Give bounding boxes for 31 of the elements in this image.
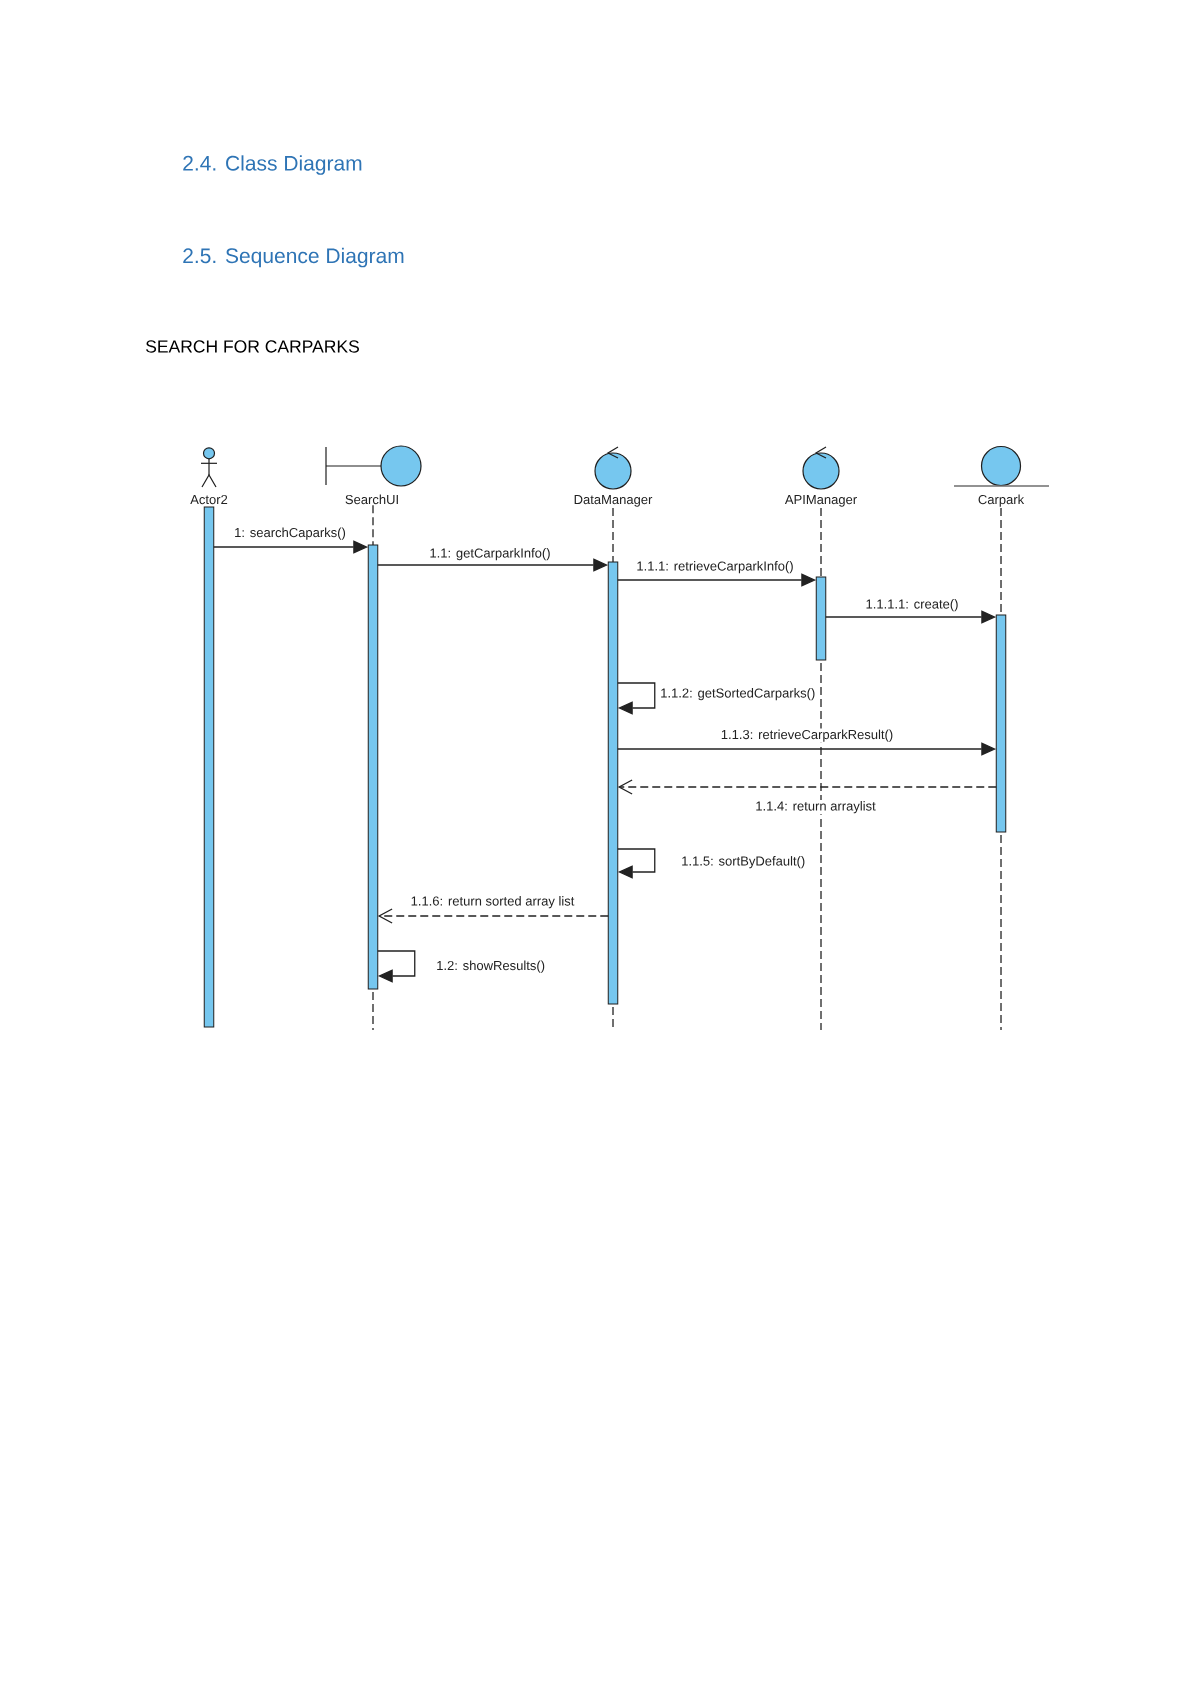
participant-name: DataManager [574, 495, 653, 507]
activation-bar [203, 506, 215, 1028]
message-label: 1.1: getCarparkInfo() [428, 547, 552, 562]
participant-name: SearchUI [345, 494, 398, 505]
heading: SEARCH FOR CARPARKS [146, 340, 359, 353]
activation-bar [367, 544, 379, 990]
section-heading: 2.5. Sequence Diagram [183, 247, 404, 268]
message-label: 1.1.2: getSortedCarparks() [659, 687, 817, 702]
return-arrow [377, 908, 609, 924]
return-arrow [617, 779, 997, 795]
participant-name: APIManager [784, 495, 857, 507]
activation-bar [607, 561, 619, 1005]
lifeline [372, 504, 374, 546]
message-label: 1.1.4: return arraylist [754, 800, 877, 815]
message-label: 1.1.6: return sorted array list [409, 895, 576, 910]
participant-name: Carpark [978, 494, 1025, 507]
message-label: 1.1.5: sortByDefault() [680, 855, 807, 870]
message-label: 1.1.3: retrieveCarparkResult() [719, 728, 895, 743]
message-label: 1.1.1.1: create() [864, 598, 960, 613]
section-heading: 2.4. Class Diagram [183, 155, 362, 175]
activation-bar [815, 576, 827, 661]
self-message-arrow [377, 950, 416, 983]
message-label: 1: searchCaparks() [233, 526, 347, 541]
message-label: 1.1.1: retrieveCarparkInfo() [635, 560, 795, 575]
self-message-arrow [617, 682, 656, 715]
lifeline [612, 507, 614, 563]
self-message-arrow [617, 848, 656, 879]
lifeline [820, 507, 822, 578]
message-label: 1.2: showResults() [435, 959, 547, 974]
participant-name: Actor2 [190, 494, 228, 505]
activation-bar [995, 614, 1007, 833]
